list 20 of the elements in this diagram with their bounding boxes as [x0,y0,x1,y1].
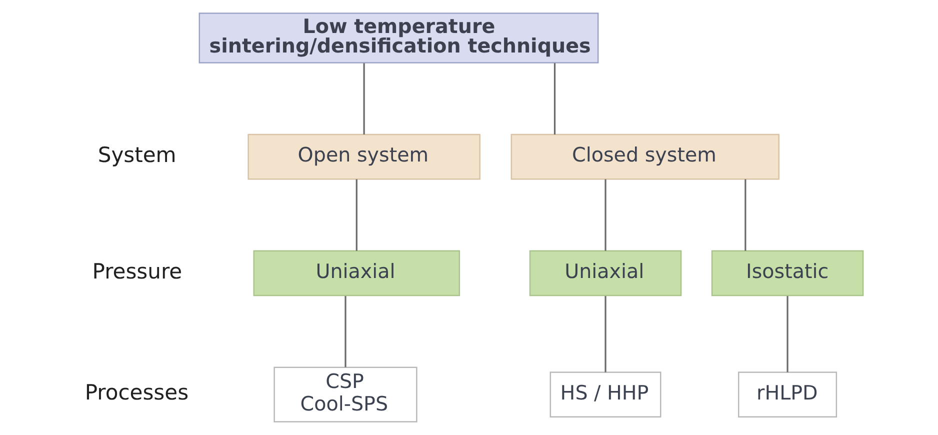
connector [554,63,556,134]
node-box: Low temperature sintering/densification techniques [198,12,599,64]
label: System [98,142,176,167]
connector [786,296,788,372]
node-box: rHLPD [738,372,838,418]
node-box: Uniaxial [529,250,682,296]
node-box: Closed system [510,134,780,180]
label: Pressure [92,258,182,284]
connector [744,179,746,251]
label: Processes [84,380,189,405]
node-box: Open system [248,134,480,180]
node-box: CSP Cool-SPS [274,366,418,422]
connector [356,179,358,251]
node-box: Uniaxial [253,250,460,296]
node-box: HS / HHP [550,372,662,418]
connector [344,296,346,368]
connector [363,63,365,134]
node-box: Isostatic [711,250,864,296]
connector [604,179,606,251]
connector [604,296,606,372]
